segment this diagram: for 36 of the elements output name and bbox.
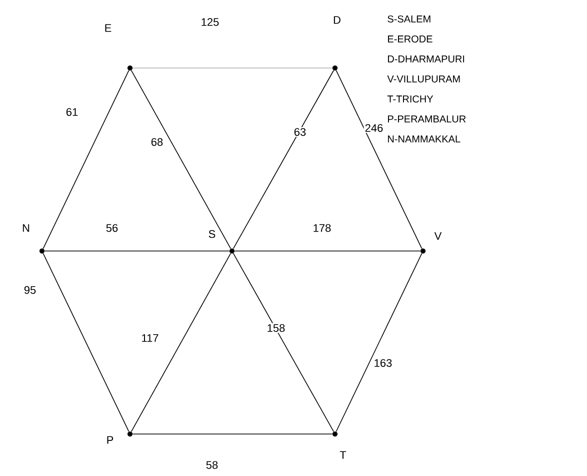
road-line — [232, 70, 334, 249]
legend-text: E-ERODE — [388, 35, 432, 43]
vertex-label: D — [334, 16, 340, 24]
road-line — [42, 70, 130, 249]
road-line — [232, 252, 334, 432]
distance-label: 117 — [140, 333, 160, 343]
road-line — [44, 250, 230, 252]
road-line — [42, 253, 130, 432]
road-line — [130, 70, 232, 249]
vertex-label: N — [22, 224, 30, 232]
distance-label: 246 — [364, 123, 384, 133]
vertex-label: P — [107, 436, 114, 444]
legend-text: P-PERAMBALUR — [388, 116, 466, 122]
legend-text: N-NAMMAKKAL — [388, 136, 460, 142]
road-line — [234, 250, 421, 252]
distance-label: 163 — [372, 358, 394, 368]
distance-label: 158 — [266, 323, 286, 333]
distance-label: 125 — [200, 17, 220, 27]
road-line — [336, 253, 422, 432]
distance-label: 61 — [64, 107, 80, 117]
road-line — [336, 70, 422, 249]
road-line — [130, 252, 232, 432]
legend-text: D-DHARMAPURI — [388, 56, 464, 62]
distance-label: 56 — [104, 223, 120, 233]
distance-label: 95 — [22, 285, 38, 295]
vertex-label: E — [105, 24, 112, 32]
legend-text: T-TRICHY — [387, 95, 434, 103]
vertex-label: T — [340, 451, 346, 459]
legend-text: S-SALEM — [388, 15, 430, 23]
distance-label: 58 — [204, 460, 220, 470]
distance-label: 178 — [312, 223, 332, 233]
distance-label: 63 — [292, 127, 308, 137]
vertex-label: S — [208, 230, 216, 238]
legend-text: V-VILLUPURAM — [387, 76, 460, 82]
distance-label: 68 — [150, 137, 164, 147]
vertex-label: V — [434, 232, 442, 240]
